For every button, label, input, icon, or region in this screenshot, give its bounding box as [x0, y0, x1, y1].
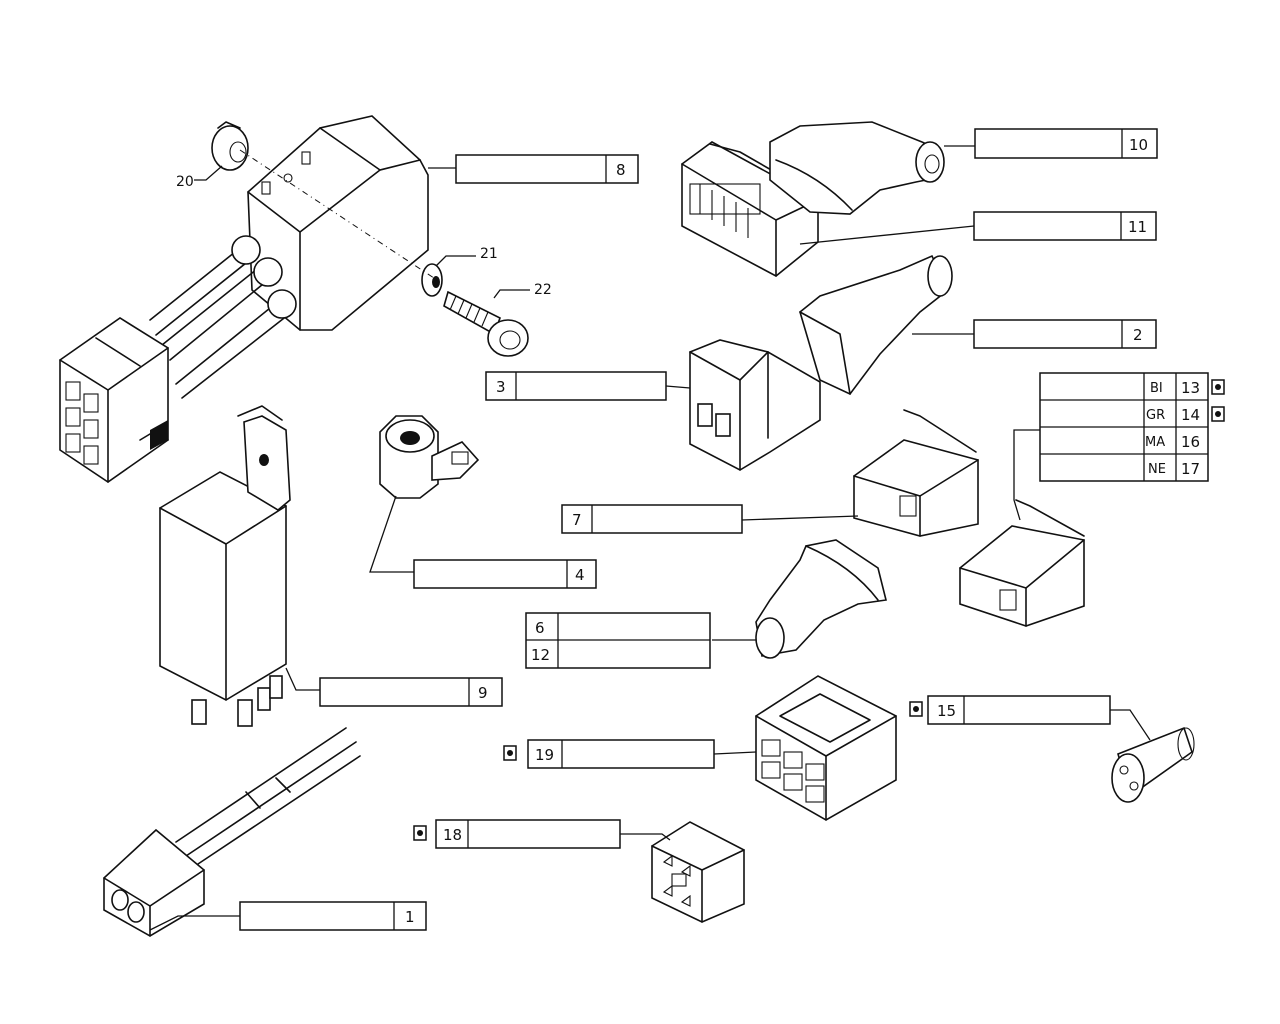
callout-4-number: 4: [575, 566, 585, 584]
callout-7-number: 7: [572, 511, 582, 529]
part-18-housing-drawing: [651, 821, 745, 923]
callout-18-blank-box: [435, 819, 621, 849]
part-10-boot-drawing: [769, 121, 945, 215]
part-8-housing-drawing: [59, 115, 429, 483]
callout-4-blank-box: [413, 559, 597, 589]
part-4-coil-drawing: [379, 415, 480, 499]
callout-2-number: 2: [1133, 326, 1143, 344]
part-19-housing-drawing: [755, 675, 897, 821]
color-code-table: BI GR MA NE 13 14 16 17: [1039, 372, 1225, 482]
part-20-grommet-drawing: [211, 121, 249, 171]
part-1-plug-drawing: [103, 727, 361, 937]
part-22-screw-drawing: [443, 290, 529, 357]
callout-17-number: 17: [1181, 460, 1200, 478]
callout-16-number: 16: [1181, 433, 1200, 451]
part-6-boot-drawing: [755, 539, 887, 659]
part-9-relay-drawing: [159, 405, 291, 727]
callout-9-number: 9: [478, 684, 488, 702]
part-16-connector-drawing: [959, 499, 1085, 627]
callout-8-blank-box: [455, 154, 639, 184]
callout-1-number: 1: [405, 908, 415, 926]
callout-22-number: 22: [534, 282, 552, 298]
callout-13-number: 13: [1181, 379, 1200, 397]
callout-11-number: 11: [1128, 218, 1147, 236]
callout-6-number: 6: [535, 619, 545, 637]
color-code-bi: BI: [1150, 381, 1163, 396]
callout-21-number: 21: [480, 246, 498, 262]
color-code-ma: MA: [1145, 435, 1165, 450]
assembly-axis-line: [239, 149, 441, 283]
part-7-connector-drawing: [853, 409, 979, 537]
callout-18-number: 18: [443, 826, 462, 844]
callout-9-blank-box: [319, 677, 503, 707]
callout-19-number: 19: [535, 746, 554, 764]
color-code-ne: NE: [1148, 462, 1166, 477]
callout-12-number: 12: [531, 646, 550, 664]
callout-20-number: 20: [176, 174, 194, 190]
callout-2-blank-box: [973, 319, 1157, 349]
callout-1-blank-box: [239, 901, 427, 931]
callout-7-blank-box: [561, 504, 743, 534]
callout-15-blank-box: [927, 695, 1111, 725]
callout-19-blank-box: [527, 739, 715, 769]
callout-3-blank-box: [485, 371, 667, 401]
callout-10-blank-box: [974, 128, 1158, 159]
part-15-socket-drawing: [1111, 726, 1195, 803]
color-code-gr: GR: [1146, 408, 1165, 423]
part-21-washer-drawing: [421, 263, 443, 297]
part-2-boot-drawing: [799, 254, 953, 395]
callout-3-number: 3: [496, 378, 506, 396]
callout-15-number: 15: [937, 702, 956, 720]
callout-11-blank-box: [973, 211, 1157, 241]
leader-lines: [149, 145, 1151, 931]
callout-10-number: 10: [1129, 136, 1148, 154]
callout-14-number: 14: [1181, 406, 1200, 424]
part-3-connector-drawing: [689, 339, 821, 471]
callout-8-number: 8: [616, 161, 626, 179]
